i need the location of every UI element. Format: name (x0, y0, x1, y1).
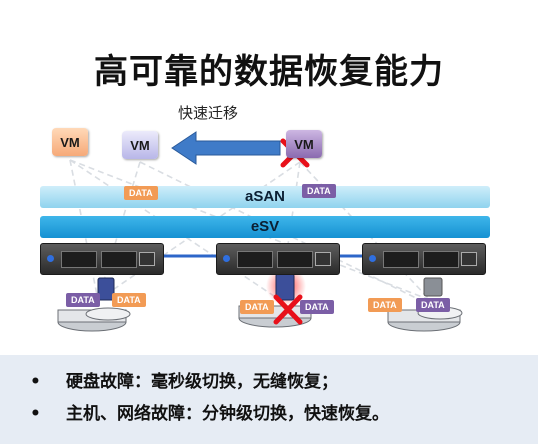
esv-layer: eSV (40, 216, 490, 238)
data-tag: DATA (416, 298, 450, 312)
bullet-text: 硬盘故障：毫秒级切换，无缝恢复； (66, 372, 338, 392)
migration-arrow (171, 131, 281, 165)
power-led (369, 255, 376, 262)
data-tag: DATA (368, 298, 402, 312)
power-led (223, 255, 230, 262)
drive-bay (237, 251, 273, 268)
bullet-dot: • (30, 372, 41, 392)
vm-box-left: VM (52, 128, 88, 156)
disk-group-right (387, 277, 463, 332)
bullet-item: • 主机、网络故障：分钟级切换，快速恢复。 (30, 399, 389, 424)
bullet-item: • 硬盘故障：毫秒级切换，无缝恢复； (30, 367, 338, 392)
server-middle (216, 243, 340, 275)
data-tag: DATA (124, 186, 158, 200)
drive-bay (101, 251, 137, 268)
data-tag: DATA (300, 300, 334, 314)
data-tag: DATA (66, 293, 100, 307)
drive-bay (61, 251, 97, 268)
power-led (47, 255, 54, 262)
drive-bay (383, 251, 419, 268)
bullet-panel: • 硬盘故障：毫秒级切换，无缝恢复； • 主机、网络故障：分钟级切换，快速恢复。 (0, 355, 538, 444)
disk-left-unit (97, 277, 115, 301)
server-left (40, 243, 164, 275)
server-panel (315, 252, 331, 266)
drive-bay (277, 251, 313, 268)
data-tag: DATA (302, 184, 336, 198)
server-panel (139, 252, 155, 266)
page-title: 高可靠的数据恢复能力 (94, 52, 444, 92)
bullet-text: 主机、网络故障：分钟级切换，快速恢复。 (66, 404, 389, 424)
server-right (362, 243, 486, 275)
data-tag: DATA (240, 300, 274, 314)
server-panel (461, 252, 477, 266)
drive-bay (423, 251, 459, 268)
disk-failure-cross (273, 294, 303, 325)
vm-box-target: VM (122, 131, 158, 159)
vm-box-source: VM (286, 130, 322, 158)
bullet-dot: • (30, 404, 41, 424)
migration-label: 快速迁移 (178, 104, 239, 122)
data-tag: DATA (112, 293, 146, 307)
disk-group-left (57, 307, 131, 332)
asan-layer: aSAN (40, 186, 490, 208)
